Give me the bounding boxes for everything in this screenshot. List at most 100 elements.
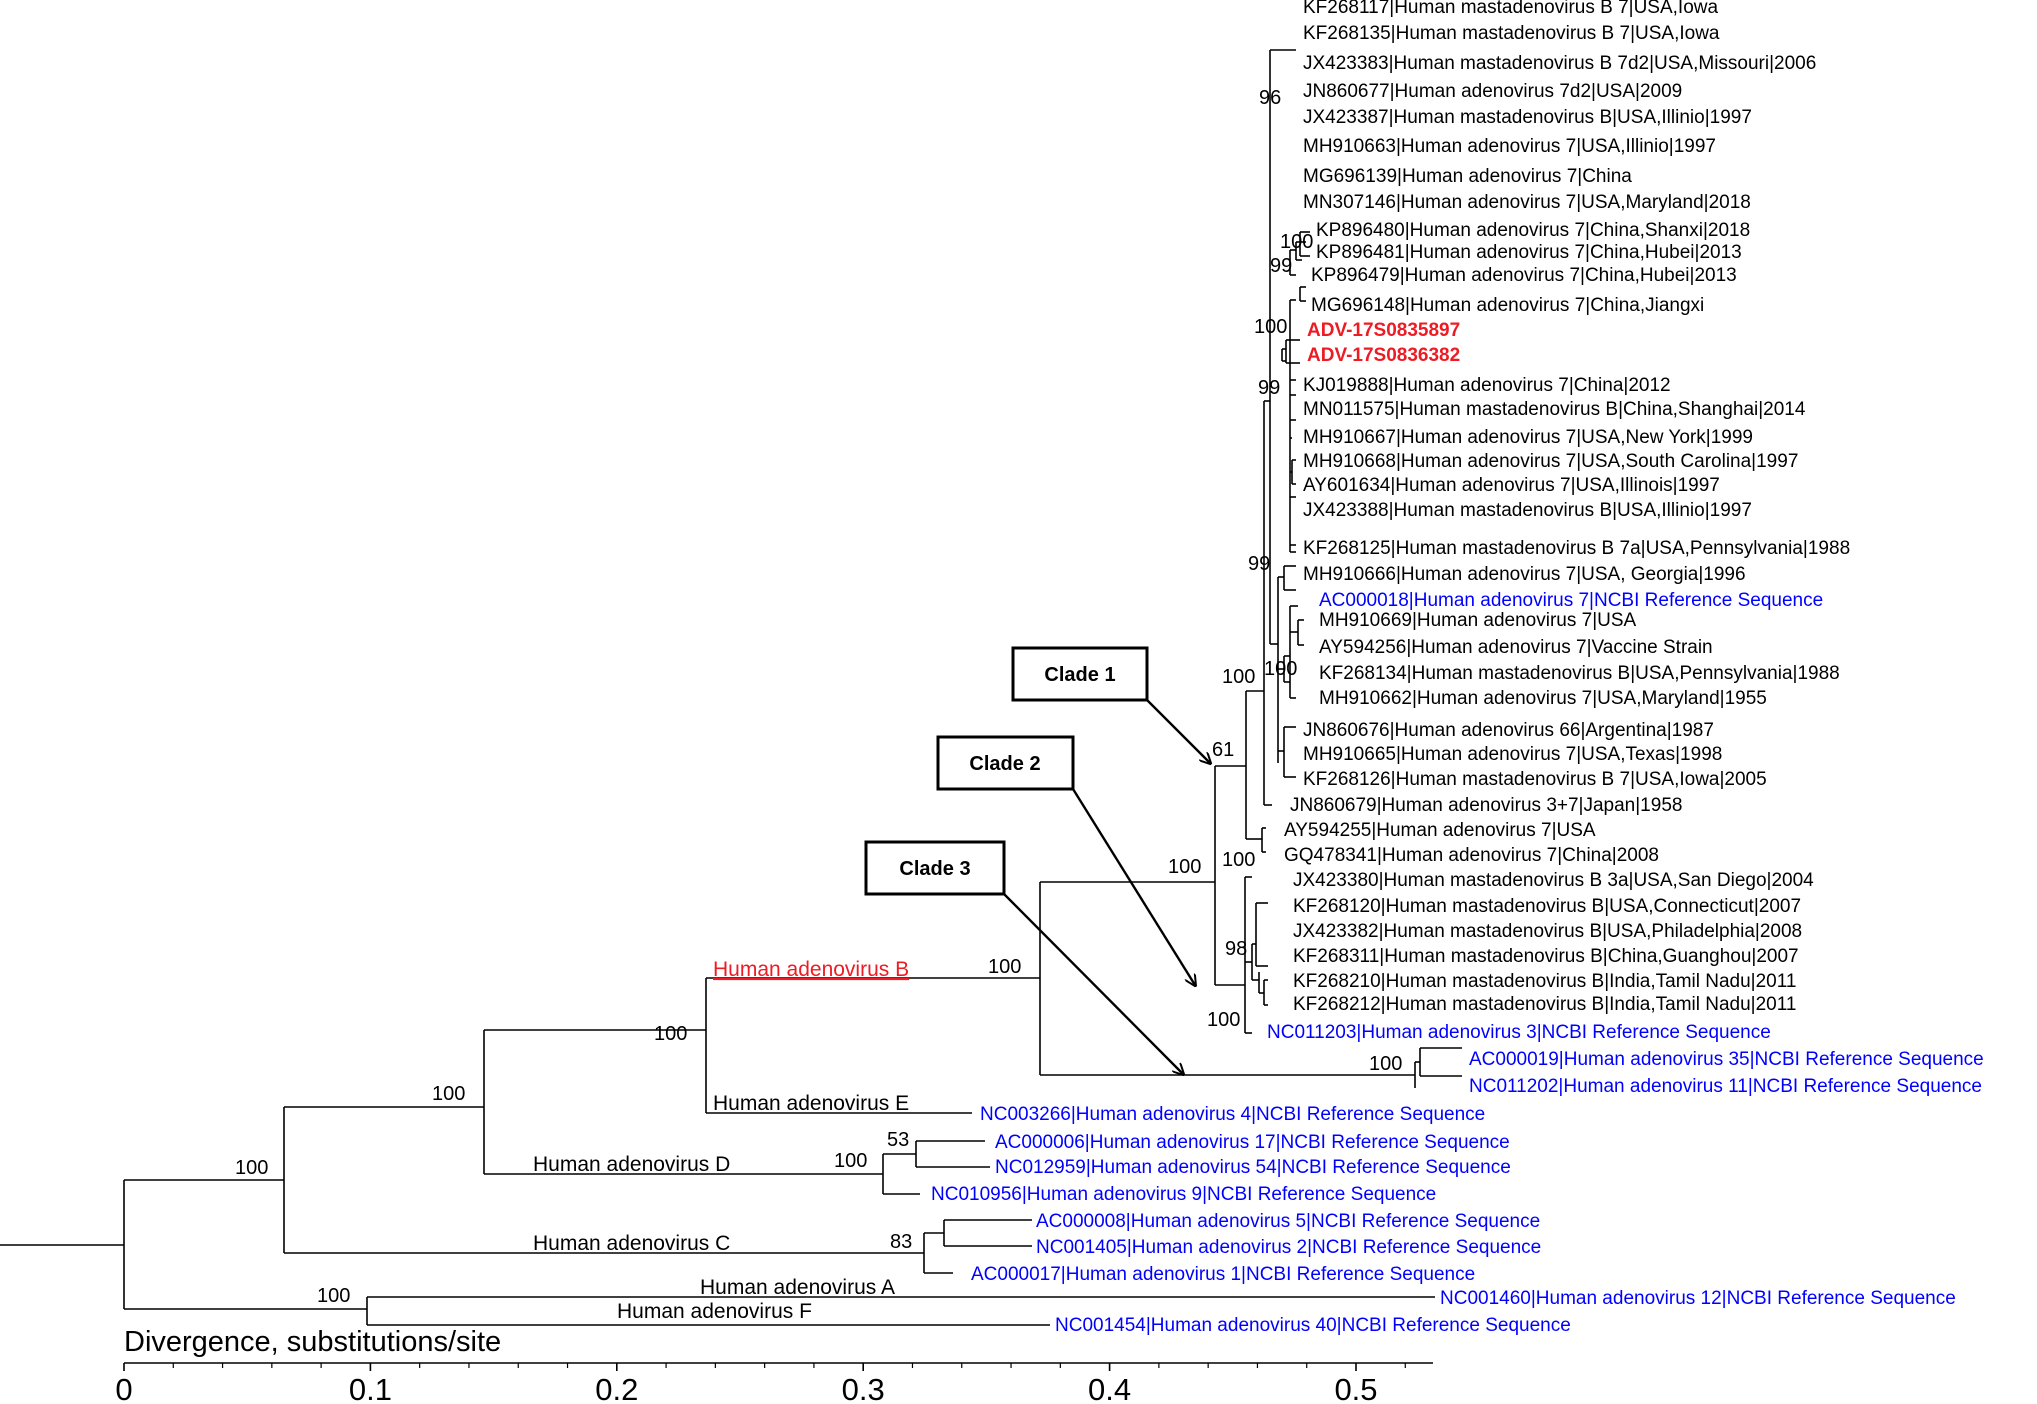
leaf-label: MH910669|Human adenovirus 7|USA bbox=[1319, 610, 1637, 631]
leaf-label: MN011575|Human mastadenovirus B|China,Sh… bbox=[1303, 399, 1806, 420]
axis-tick-label: 0.4 bbox=[1088, 1372, 1131, 1404]
clade-1-label: Clade 1 bbox=[1044, 664, 1115, 686]
leaf-label: AC000019|Human adenovirus 35|NCBI Refere… bbox=[1469, 1049, 1984, 1070]
clade-3-box bbox=[864, 840, 1006, 896]
leaf-label: KF268135|Human mastadenovirus B 7|USA,Io… bbox=[1303, 23, 1720, 44]
bootstrap-value: 53 bbox=[887, 1129, 909, 1151]
bootstrap-value: 100 bbox=[1168, 856, 1201, 878]
divergence-axis: Divergence, substitutions/site 0 0.1 0.2 0.… bbox=[115, 1326, 1433, 1404]
axis-tick-label: 0.5 bbox=[1334, 1372, 1377, 1404]
bootstrap-value: 100 bbox=[317, 1285, 350, 1307]
leaf-label: KF268210|Human mastadenovirus B|India,Ta… bbox=[1293, 971, 1796, 992]
leaf-label: KF268126|Human mastadenovirus B 7|USA,Io… bbox=[1303, 769, 1767, 790]
leaf-label: KF268117|Human mastadenovirus B 7|USA,Io… bbox=[1303, 0, 1719, 18]
group-label-b: Human adenovirus B bbox=[713, 958, 909, 981]
axis-tick-label: 0.3 bbox=[842, 1372, 885, 1404]
bootstrap-value: 100 bbox=[988, 956, 1021, 978]
bootstrap-value: 100 bbox=[1222, 849, 1255, 871]
leaf-label: JN860676|Human adenovirus 66|Argentina|1… bbox=[1303, 720, 1714, 741]
leaf-label: KF268311|Human mastadenovirus B|China,Gu… bbox=[1293, 946, 1799, 967]
leaf-label: NC011202|Human adenovirus 11|NCBI Refere… bbox=[1469, 1076, 1982, 1097]
leaf-label: KJ019888|Human adenovirus 7|China|2012 bbox=[1303, 375, 1671, 396]
bootstrap-value: 100 bbox=[834, 1150, 867, 1172]
leaf-label: KF268125|Human mastadenovirus B 7a|USA,P… bbox=[1303, 538, 1850, 559]
bootstrap-value: 100 bbox=[432, 1083, 465, 1105]
leaf-label: JX423388|Human mastadenovirus B|USA,Illi… bbox=[1303, 500, 1752, 521]
bootstrap-value: 96 bbox=[1259, 87, 1281, 109]
bootstrap-value: 100 bbox=[1222, 666, 1255, 688]
leaf-label: JN860677|Human adenovirus 7d2|USA|2009 bbox=[1303, 81, 1682, 102]
leaf-label: NC003266|Human adenovirus 4|NCBI Referen… bbox=[980, 1104, 1485, 1125]
clade-2-label: Clade 2 bbox=[969, 753, 1040, 775]
group-label-a: Human adenovirus A bbox=[700, 1276, 895, 1299]
leaf-label: KF268134|Human mastadenovirus B|USA,Penn… bbox=[1319, 663, 1840, 684]
leaf-label: ADV-17S0836382 bbox=[1307, 345, 1460, 366]
bootstrap-value: 99 bbox=[1258, 377, 1280, 399]
bootstrap-value: 100 bbox=[235, 1157, 268, 1179]
leaf-label: NC001460|Human adenovirus 12|NCBI Refere… bbox=[1440, 1288, 1956, 1309]
clade-1-box bbox=[1011, 646, 1149, 702]
clade-3-label: Clade 3 bbox=[899, 858, 970, 880]
leaf-label: MH910665|Human adenovirus 7|USA,Texas|19… bbox=[1303, 744, 1722, 765]
clade-3-arrow bbox=[1003, 893, 1183, 1074]
leaf-label: AC000008|Human adenovirus 5|NCBI Referen… bbox=[1036, 1211, 1540, 1232]
leaf-label: JX423380|Human mastadenovirus B 3a|USA,S… bbox=[1293, 870, 1814, 891]
leaf-label: KP896480|Human adenovirus 7|China,Shanxi… bbox=[1316, 220, 1750, 241]
group-label-f: Human adenovirus F bbox=[617, 1300, 812, 1323]
leaf-label: AY594255|Human adenovirus 7|USA bbox=[1284, 820, 1596, 841]
clade-1-arrow bbox=[1146, 699, 1210, 763]
clade-callouts: Clade 1 Clade 2 Clade 3 bbox=[864, 646, 1210, 1074]
axis-ticks: 0 0.1 0.2 0.3 0.4 0.5 bbox=[115, 1363, 1406, 1404]
leaf-label: ADV-17S0835897 bbox=[1307, 320, 1460, 341]
tree-branches bbox=[0, 49, 1462, 1326]
leaf-label: AC000017|Human adenovirus 1|NCBI Referen… bbox=[971, 1264, 1475, 1285]
clade-2-arrow bbox=[1071, 788, 1195, 985]
group-labels: Human adenovirus B Human adenovirus E Hu… bbox=[533, 958, 909, 1323]
leaf-label: JN860679|Human adenovirus 3+7|Japan|1958 bbox=[1290, 795, 1682, 816]
axis-tick-label: 0.2 bbox=[595, 1372, 638, 1404]
leaf-label: NC012959|Human adenovirus 54|NCBI Refere… bbox=[995, 1157, 1511, 1178]
leaf-label: MG696139|Human adenovirus 7|China bbox=[1303, 166, 1632, 187]
axis-tick-label: 0.1 bbox=[349, 1372, 392, 1404]
leaf-label: MN307146|Human adenovirus 7|USA,Maryland… bbox=[1303, 192, 1751, 213]
bootstrap-value: 100 bbox=[654, 1023, 687, 1045]
group-label-e: Human adenovirus E bbox=[713, 1092, 909, 1115]
leaf-label: JX423383|Human mastadenovirus B 7d2|USA,… bbox=[1303, 53, 1816, 74]
bootstrap-value: 99 bbox=[1248, 553, 1270, 575]
bootstrap-value: 100 bbox=[1280, 231, 1313, 253]
leaf-label: AY601634|Human adenovirus 7|USA,Illinois… bbox=[1303, 475, 1720, 496]
axis-tick-label: 0 bbox=[115, 1372, 132, 1404]
leaf-label: KP896481|Human adenovirus 7|China,Hubei|… bbox=[1316, 242, 1742, 263]
leaf-label: NC010956|Human adenovirus 9|NCBI Referen… bbox=[931, 1184, 1436, 1205]
leaf-labels: KF268117|Human mastadenovirus B 7|USA,Io… bbox=[931, 0, 1984, 1336]
bootstrap-value: 100 bbox=[1264, 658, 1297, 680]
leaf-label: MH910663|Human adenovirus 7|USA,Illinio|… bbox=[1303, 136, 1716, 157]
leaf-label: MH910666|Human adenovirus 7|USA, Georgia… bbox=[1303, 564, 1746, 585]
leaf-label: MH910662|Human adenovirus 7|USA,Maryland… bbox=[1319, 688, 1767, 709]
leaf-label: JX423382|Human mastadenovirus B|USA,Phil… bbox=[1293, 921, 1802, 942]
axis-title: Divergence, substitutions/site bbox=[124, 1326, 501, 1358]
leaf-label: AY594256|Human adenovirus 7|Vaccine Stra… bbox=[1319, 637, 1713, 658]
bootstrap-value: 61 bbox=[1212, 739, 1234, 761]
bootstrap-value: 99 bbox=[1270, 255, 1292, 277]
leaf-label: AC000018|Human adenovirus 7|NCBI Referen… bbox=[1319, 590, 1823, 611]
bootstrap-value: 83 bbox=[890, 1231, 912, 1253]
leaf-label: MH910667|Human adenovirus 7|USA,New York… bbox=[1303, 427, 1753, 448]
leaf-label: NC011203|Human adenovirus 3|NCBI Referen… bbox=[1267, 1022, 1771, 1043]
group-label-c: Human adenovirus C bbox=[533, 1232, 730, 1255]
group-label-d: Human adenovirus D bbox=[533, 1153, 730, 1176]
leaf-label: GQ478341|Human adenovirus 7|China|2008 bbox=[1284, 845, 1659, 866]
leaf-label: KP896479|Human adenovirus 7|China,Hubei|… bbox=[1311, 265, 1737, 286]
bootstrap-value: 98 bbox=[1225, 938, 1247, 960]
bootstrap-values: 96 100 99 100 99 99 100 100 61 100 100 9… bbox=[235, 87, 1402, 1307]
leaf-label: KF268212|Human mastadenovirus B|India,Ta… bbox=[1293, 994, 1796, 1015]
bootstrap-value: 100 bbox=[1254, 316, 1287, 338]
leaf-label: JX423387|Human mastadenovirus B|USA,Illi… bbox=[1303, 107, 1752, 128]
leaf-label: NC001405|Human adenovirus 2|NCBI Referen… bbox=[1036, 1237, 1541, 1258]
leaf-label: MG696148|Human adenovirus 7|China,Jiangx… bbox=[1311, 295, 1704, 316]
leaf-label: NC001454|Human adenovirus 40|NCBI Refere… bbox=[1055, 1315, 1571, 1336]
clade-2-box bbox=[936, 735, 1075, 791]
bootstrap-value: 100 bbox=[1369, 1053, 1402, 1075]
leaf-label: KF268120|Human mastadenovirus B|USA,Conn… bbox=[1293, 896, 1801, 917]
